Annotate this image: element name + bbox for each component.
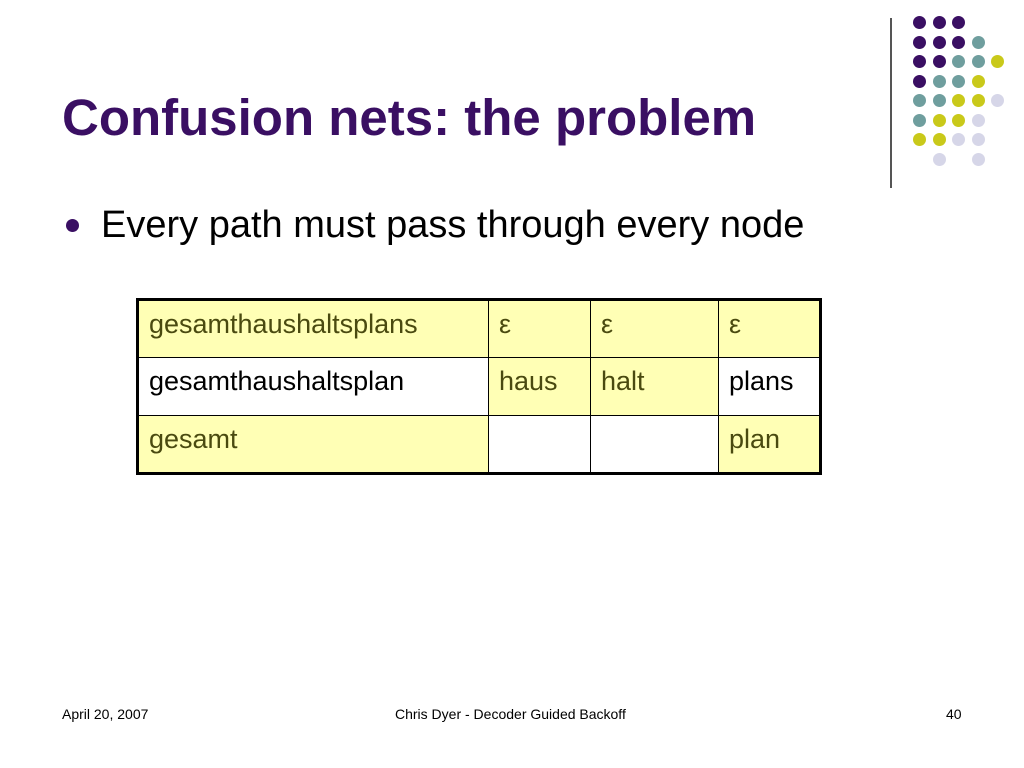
dot-icon bbox=[913, 113, 926, 127]
dot-icon bbox=[971, 74, 985, 88]
dot-icon bbox=[971, 55, 985, 68]
dot-icon bbox=[913, 94, 926, 107]
dot-icon bbox=[991, 94, 1004, 107]
dot-icon bbox=[932, 94, 946, 107]
dot-icon bbox=[952, 133, 965, 146]
table-cell: ε bbox=[590, 299, 719, 358]
bullet-text: Every path must pass through every node bbox=[101, 204, 805, 246]
table-cell: plans bbox=[718, 357, 821, 416]
confusion-net-table: gesamthaushaltsplans ε ε ε gesamthaushal… bbox=[136, 298, 822, 475]
table-cell: haus bbox=[488, 357, 591, 416]
dot-icon bbox=[952, 55, 965, 68]
table-cell: gesamthaushaltsplans bbox=[137, 299, 489, 358]
dot-icon bbox=[952, 16, 965, 29]
footer-center: Chris Dyer - Decoder Guided Backoff bbox=[395, 706, 626, 722]
table-cell: plan bbox=[718, 415, 821, 474]
table-cell bbox=[590, 415, 719, 474]
dot-icon bbox=[932, 113, 946, 127]
table-cell: halt bbox=[590, 357, 719, 416]
dot-icon bbox=[932, 133, 946, 146]
table-cell: ε bbox=[488, 299, 591, 358]
footer-date: April 20, 2007 bbox=[62, 706, 149, 722]
dot-icon bbox=[952, 94, 965, 107]
dot-icon bbox=[913, 16, 926, 29]
dot-icon bbox=[971, 152, 985, 166]
dot-icon bbox=[932, 55, 946, 68]
dot-icon bbox=[971, 133, 985, 146]
table-cell: ε bbox=[718, 299, 821, 358]
dot-icon bbox=[913, 55, 926, 68]
dot-icon bbox=[971, 35, 985, 49]
dot-icon bbox=[952, 113, 965, 127]
table-row: gesamt plan bbox=[137, 415, 821, 474]
dot-icon bbox=[952, 74, 965, 88]
dot-icon bbox=[991, 55, 1004, 68]
page-number: 40 bbox=[946, 706, 962, 722]
decorative-dot-grid bbox=[0, 0, 1024, 200]
dot-icon bbox=[932, 74, 946, 88]
table-row: gesamthaushaltsplans ε ε ε bbox=[137, 299, 821, 358]
table-cell bbox=[488, 415, 591, 474]
dot-icon bbox=[952, 35, 965, 49]
divider-line bbox=[890, 18, 892, 188]
dot-icon bbox=[932, 16, 946, 29]
table-cell: gesamt bbox=[137, 415, 489, 474]
dot-icon bbox=[971, 113, 985, 127]
table-row: gesamthaushaltsplan haus halt plans bbox=[137, 357, 821, 416]
bullet-item: Every path must pass through every node bbox=[66, 204, 804, 247]
slide-title: Confusion nets: the problem bbox=[62, 89, 757, 146]
bullet-icon bbox=[66, 219, 79, 232]
dot-icon bbox=[971, 94, 985, 107]
dot-icon bbox=[932, 152, 946, 166]
dot-icon bbox=[913, 35, 926, 49]
table-cell: gesamthaushaltsplan bbox=[137, 357, 489, 416]
dot-icon bbox=[913, 133, 926, 146]
dot-icon bbox=[913, 74, 926, 88]
dot-icon bbox=[932, 35, 946, 49]
